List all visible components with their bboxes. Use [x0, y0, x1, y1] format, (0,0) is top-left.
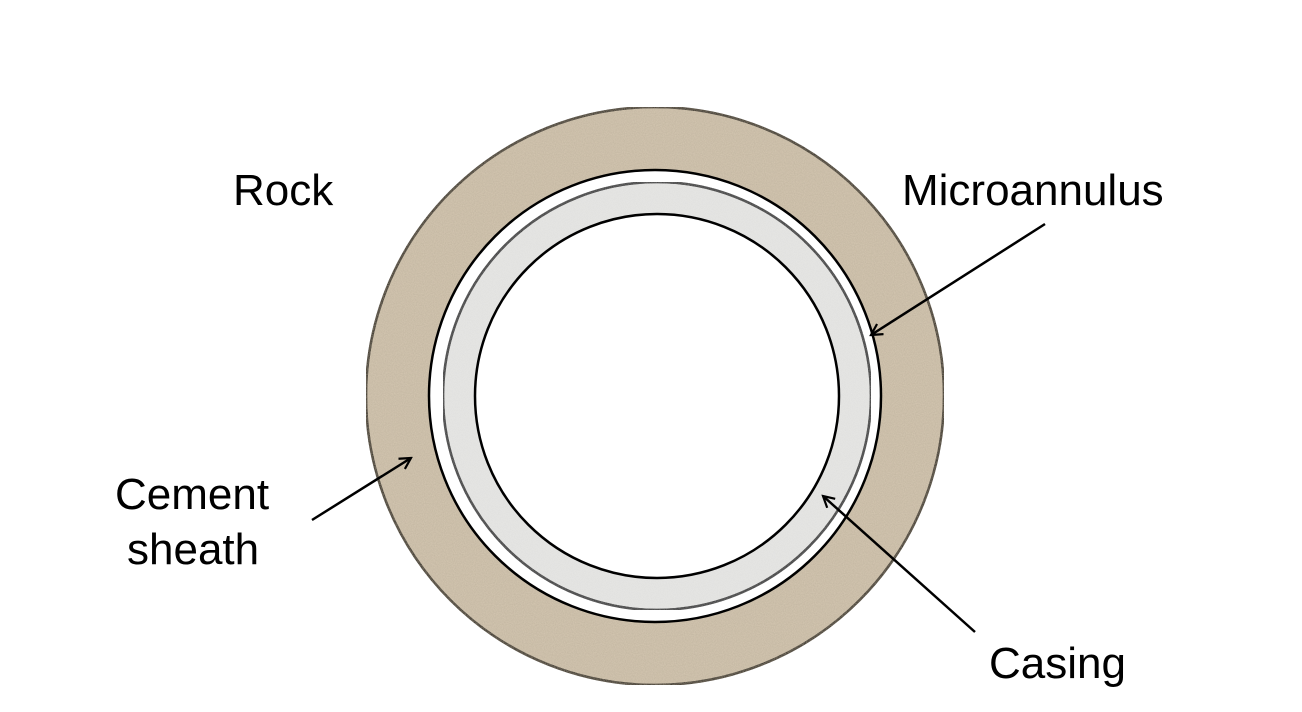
wellbore-interior	[473, 212, 841, 580]
microannulus-arrow	[871, 222, 1046, 335]
rock-label: Rock	[233, 166, 334, 215]
microannulus-label: Microannulus	[902, 166, 1164, 215]
casing-arrow	[823, 496, 976, 633]
cement-sheath-label-line2: sheath	[127, 525, 259, 574]
cement-sheath-label-line1: Cement	[115, 470, 269, 519]
cement-sheath-arrow	[311, 458, 411, 522]
casing-label: Casing	[989, 639, 1126, 688]
